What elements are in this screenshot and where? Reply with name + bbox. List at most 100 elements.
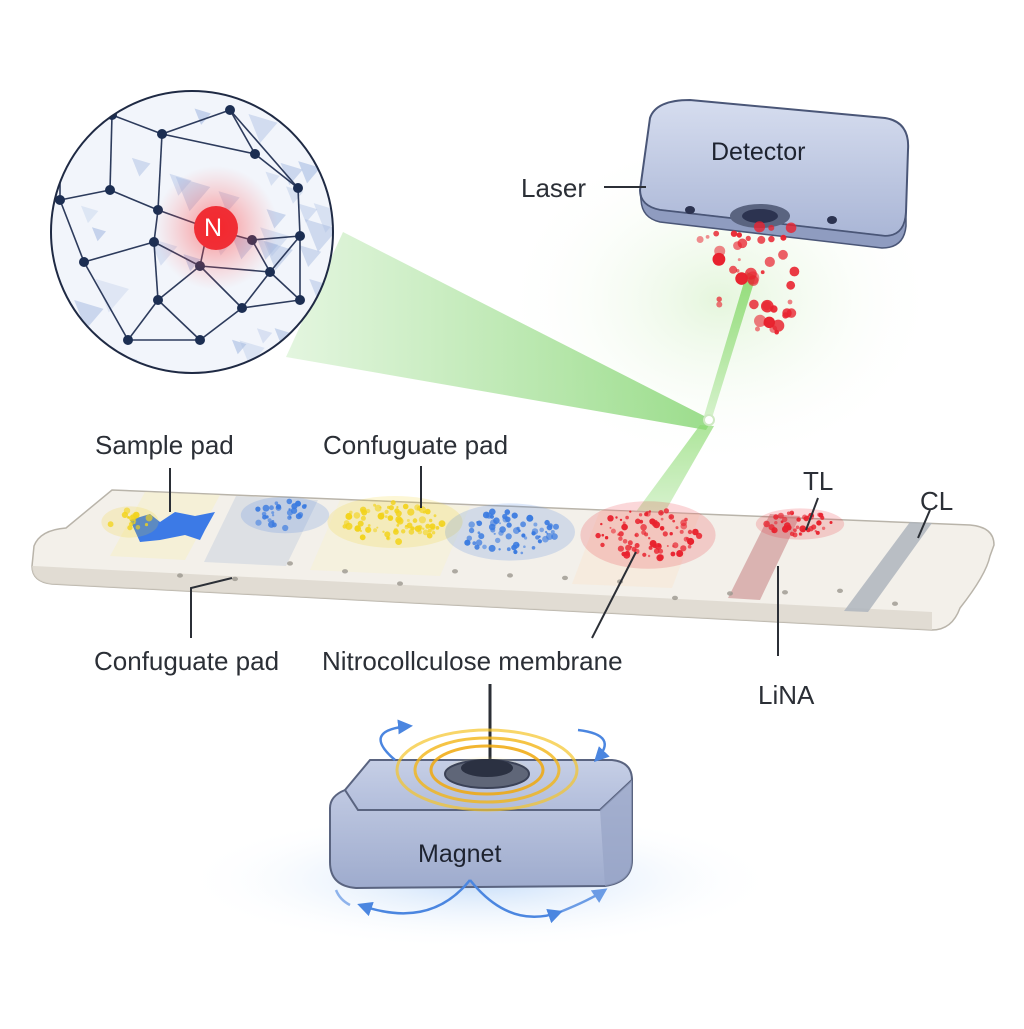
conjugate-blue-dot [482, 511, 490, 519]
lattice-facet [298, 161, 321, 184]
pad-blue-dot [269, 505, 274, 511]
membrane-red-dot [690, 540, 694, 544]
membrane-red-dot [645, 511, 649, 515]
lattice-facet [194, 108, 211, 125]
test-line-dot [801, 528, 806, 532]
membrane-red-dot [615, 516, 618, 519]
membrane-red-dot [618, 531, 624, 537]
lattice-bond [254, 153, 299, 189]
test-line-dot [780, 520, 784, 524]
conjugate-pad-bottom-leader [190, 577, 233, 638]
pad-blue-dot [268, 521, 275, 528]
conjugate-gold-dot [345, 513, 353, 520]
conjugate-blue-dot [550, 530, 555, 534]
conjugate-blue-dot [474, 544, 480, 550]
membrane-red-dot [687, 544, 692, 549]
strip-pore [342, 569, 348, 574]
membrane-red-dot [687, 529, 693, 535]
lattice-bond [83, 241, 155, 263]
conjugate-gold-dot [417, 529, 423, 535]
pad-blue-dot [271, 514, 275, 517]
pad-blue-dot [267, 518, 272, 523]
pad-blue-dot [282, 524, 289, 532]
lattice-bond [111, 114, 163, 135]
membrane-red-dot [680, 545, 687, 552]
membrane-red-dot [669, 532, 673, 536]
lattice-facet [91, 227, 107, 242]
membrane-red-dot [648, 545, 653, 550]
lattice-bond [269, 271, 301, 301]
membrane-red-dot [657, 554, 664, 561]
conjugate-gold-dot [422, 529, 429, 536]
lattice-bond [83, 261, 129, 341]
strip-pore [287, 561, 293, 566]
lattice-facet [274, 328, 292, 345]
conjugate-gold-dot [411, 526, 415, 531]
laser-beam-to-zoom [286, 232, 712, 430]
magnet-label: Magnet [418, 840, 502, 868]
membrane-red-dot [672, 545, 675, 548]
emission-droplet [782, 312, 789, 319]
emission-droplet [762, 301, 772, 311]
conjugate-gold-dot [408, 529, 415, 535]
conjugate-blue-dot [478, 533, 485, 540]
test-line-leader [805, 497, 819, 531]
pad-blue-dot [287, 515, 292, 520]
lattice-facet [313, 203, 333, 233]
lattice-bond [109, 189, 159, 211]
magnet-device [180, 719, 780, 950]
lattice-node [105, 185, 115, 195]
lattice-node [250, 149, 260, 159]
conjugate-blue-dot [489, 508, 496, 516]
conjugate-gold-dot [374, 504, 382, 512]
strip-pore [562, 575, 568, 581]
conjugate-blue-dot [520, 521, 526, 528]
conjugate-blue-dot [498, 548, 501, 551]
conjugate-gold-dot [406, 519, 410, 522]
conjugate-blue-dot [531, 546, 536, 550]
conjugate-gold-dot [342, 524, 347, 529]
sample-dot [144, 523, 149, 527]
conjugate-gold-dot [363, 509, 366, 512]
sample-dot [133, 521, 136, 525]
conjugate-gold-dot [396, 524, 400, 527]
pad-blue-dot [255, 506, 261, 512]
membrane-red-dot [609, 526, 612, 529]
conjugate-blue-dot [502, 513, 508, 520]
membrane-red-dot [655, 543, 662, 550]
control-line-band [844, 522, 932, 612]
lattice-facet [239, 340, 265, 366]
conjugate-blue-dot [542, 535, 549, 543]
conjugate-pad-bottom-label: Confuguate pad [94, 646, 280, 676]
emission-droplet [755, 326, 760, 332]
membrane-red-dot [647, 554, 651, 558]
lattice-bond [59, 199, 85, 263]
conjugate-blue-dot [511, 544, 517, 551]
conjugate-gold-dot [418, 516, 426, 524]
emission-droplet [774, 329, 779, 335]
emission-droplet [729, 265, 738, 274]
membrane-red-dot [683, 536, 689, 542]
conjugate-gold-dot [366, 508, 371, 514]
conjugate-blue-dot [513, 549, 518, 555]
strip-pore [837, 588, 843, 593]
test-line-dot [774, 521, 778, 525]
lattice-bond [297, 187, 301, 237]
lattice-node [237, 303, 247, 313]
test-line-dot [773, 514, 779, 520]
lattice-bond [241, 299, 301, 309]
emission-droplet [716, 301, 723, 308]
membrane-red-dot [684, 517, 688, 522]
lattice-facet [95, 278, 129, 313]
conjugate-gold-dot [359, 529, 363, 533]
membrane-red-dot [625, 544, 632, 551]
emission-droplet [745, 235, 751, 241]
test-line-dot [782, 525, 789, 533]
lattice-bond [199, 307, 243, 341]
membrane-red-dot [634, 534, 637, 537]
emission-droplet [785, 222, 797, 234]
membrane-red-dot [692, 528, 699, 536]
strip-particles [101, 496, 898, 606]
strip-pore [507, 573, 513, 578]
